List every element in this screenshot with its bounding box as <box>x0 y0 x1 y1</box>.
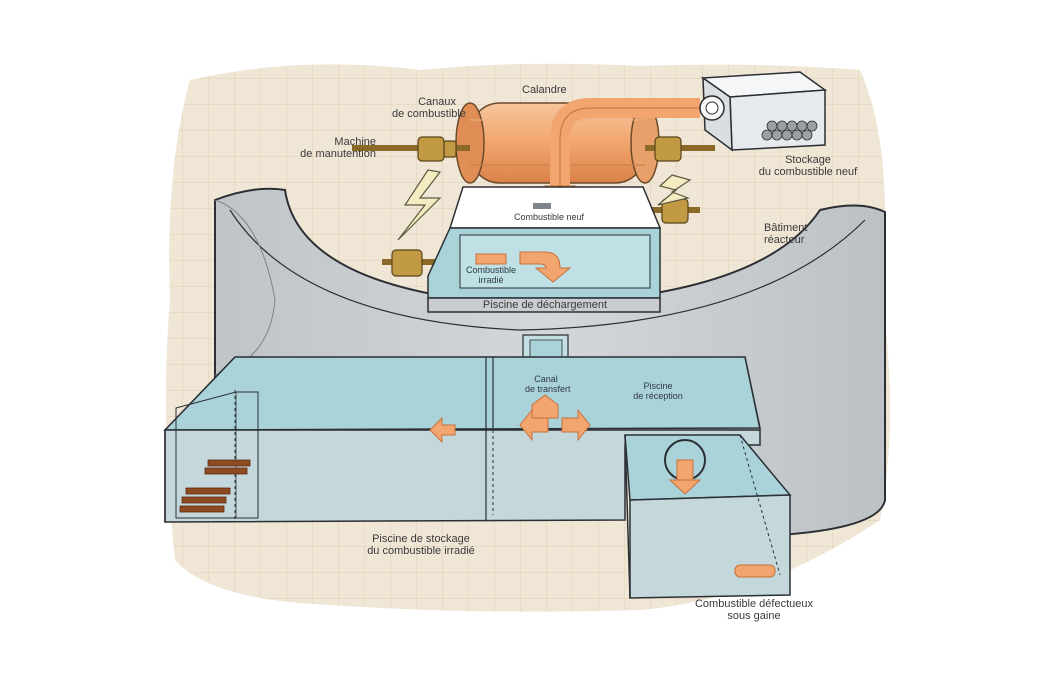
transfer-arrows <box>429 394 591 444</box>
label-piscine-dechargement: Piscine de déchargement <box>482 299 608 311</box>
label-canaux-line1: Canaux <box>418 96 456 108</box>
label-machine-line2: de manutention <box>300 148 376 160</box>
label-canal-transfert: Canal de transfert <box>525 374 571 394</box>
label-stockage-neuf: Stockage du combustible neuf <box>748 154 868 178</box>
label-canaux-line2: de combustible <box>392 108 466 120</box>
label-defectueux-line1: Combustible défectueux <box>694 598 813 610</box>
label-defectueux-line2: sous gaine <box>727 610 781 622</box>
discharge-pool <box>427 186 662 313</box>
storage-pool <box>163 356 761 523</box>
label-combustible-neuf: Combustible neuf <box>514 212 585 222</box>
label-machine: Machine de manutention <box>300 136 376 160</box>
label-canaux: Canaux de combustible <box>392 96 466 120</box>
label-stockage-neuf-line1: Stockage <box>785 154 831 166</box>
label-piscine-reception: Piscine de réception <box>628 381 688 401</box>
label-canal-line2: de transfert <box>525 384 571 394</box>
label-machine-line1: Machine <box>334 136 376 148</box>
movement-arrows <box>397 169 692 241</box>
label-combustible-irradie-line2: irradié <box>478 275 504 285</box>
label-calandre: Calandre <box>522 84 567 96</box>
defective-fuel-pool <box>624 434 792 599</box>
label-defectueux: Combustible défectueux sous gaine <box>686 598 822 622</box>
label-piscine-stockage-line2: du combustible irradié <box>367 545 475 557</box>
label-stockage-neuf-line2: du combustible neuf <box>758 166 858 178</box>
calandria <box>455 102 660 184</box>
label-combustible-irradie: Combustible irradié <box>466 265 516 285</box>
label-piscine-reception-line1: Piscine <box>643 381 673 391</box>
label-combustible-irradie-line1: Combustible <box>466 265 517 275</box>
label-batiment-line2: réacteur <box>764 234 805 246</box>
label-piscine-reception-line2: de réception <box>633 391 683 401</box>
new-fuel-storage <box>699 71 828 152</box>
label-piscine-stockage-line1: Piscine de stockage <box>372 533 470 545</box>
label-piscine-stockage: Piscine de stockage du combustible irrad… <box>356 533 486 557</box>
label-batiment-line1: Bâtiment <box>764 222 808 234</box>
label-batiment: Bâtiment réacteur <box>764 222 807 246</box>
label-canal-line1: Canal <box>534 374 558 384</box>
